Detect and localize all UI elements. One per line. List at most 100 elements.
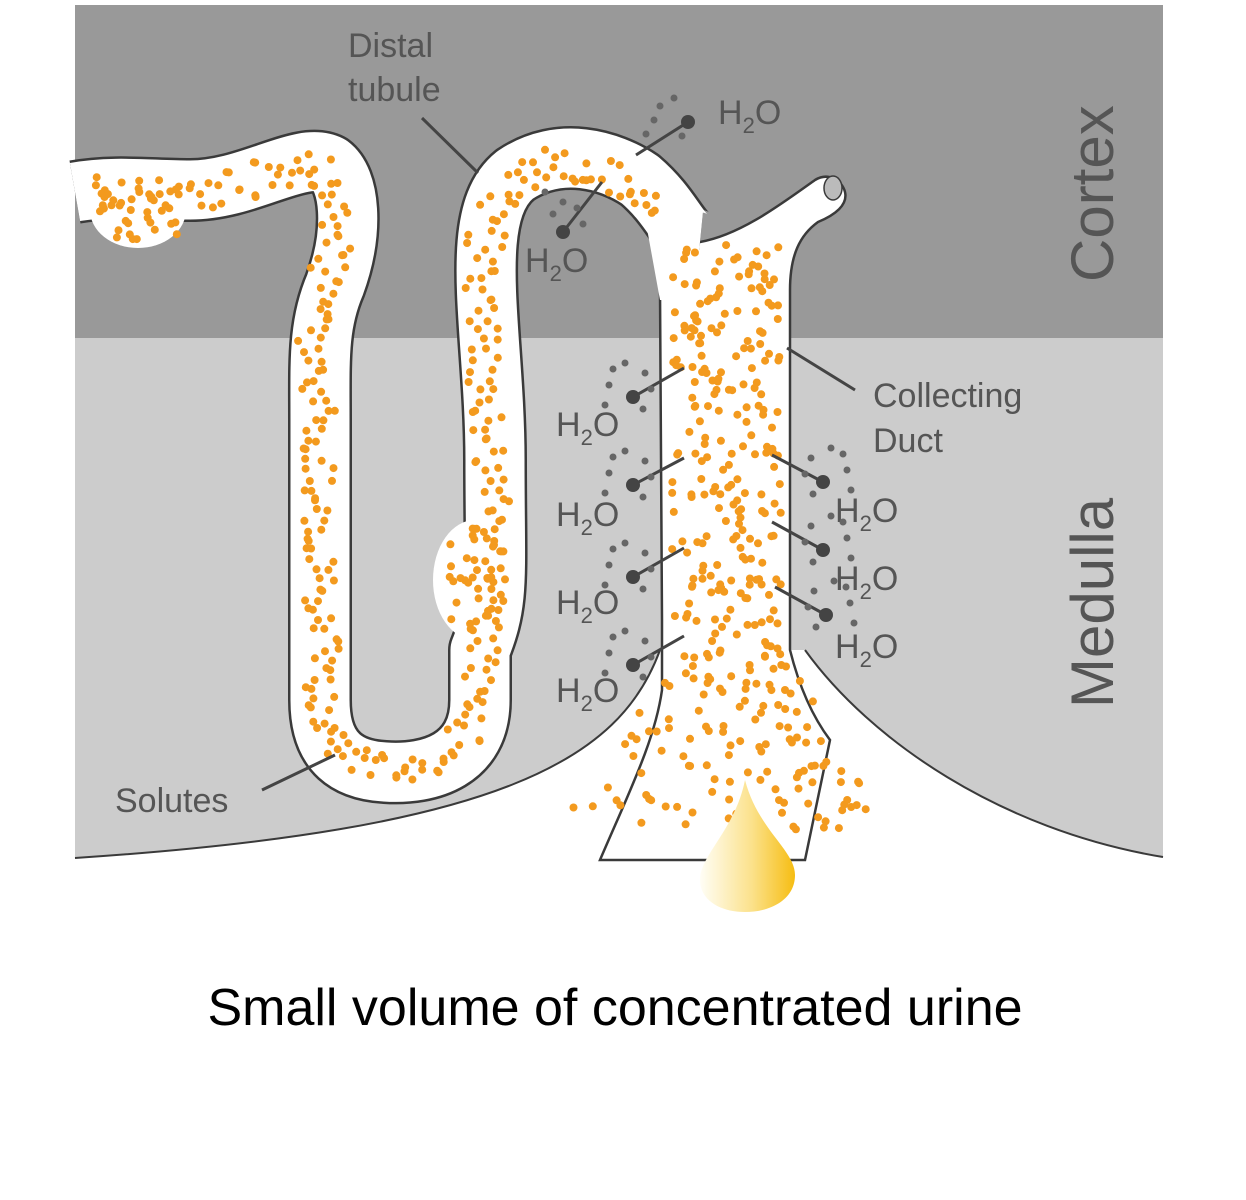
solute-dot bbox=[309, 694, 318, 703]
solute-dot bbox=[642, 201, 651, 209]
solute-dot bbox=[541, 145, 549, 154]
solute-dot bbox=[746, 344, 755, 353]
solute-dot bbox=[735, 519, 743, 528]
solute-dot bbox=[720, 309, 729, 318]
water-drop bbox=[626, 390, 640, 404]
solute-dot bbox=[736, 737, 745, 746]
water-dot bbox=[807, 522, 815, 530]
solute-dot bbox=[463, 239, 472, 247]
distal-tubule-label-line2: tubule bbox=[348, 71, 441, 109]
solute-dot bbox=[702, 761, 711, 770]
water-dot bbox=[650, 116, 658, 124]
solute-dot bbox=[489, 596, 498, 605]
solute-dot bbox=[109, 196, 118, 205]
solute-dot bbox=[758, 558, 767, 567]
solute-dot bbox=[761, 356, 770, 365]
solute-dot bbox=[455, 741, 464, 749]
solute-dot bbox=[691, 311, 700, 320]
solute-dot bbox=[477, 274, 486, 283]
solute-dot bbox=[780, 798, 788, 807]
solute-dot bbox=[703, 297, 712, 306]
solute-dot bbox=[453, 718, 462, 727]
solute-dot bbox=[314, 616, 322, 624]
water-dot bbox=[847, 486, 855, 494]
solute-dot bbox=[251, 191, 260, 200]
solute-dot bbox=[740, 696, 749, 705]
solute-dot bbox=[117, 178, 126, 187]
solute-dot bbox=[716, 646, 725, 655]
solute-dot bbox=[339, 731, 348, 739]
water-arrow bbox=[632, 366, 685, 399]
solute-dot bbox=[568, 174, 577, 183]
solute-dot bbox=[752, 679, 761, 688]
solute-dot bbox=[760, 651, 769, 660]
solute-dot bbox=[452, 598, 461, 607]
solute-dot bbox=[481, 245, 490, 254]
solute-dot bbox=[472, 457, 481, 466]
solute-dot bbox=[760, 275, 769, 284]
solute-dot bbox=[774, 301, 782, 310]
solute-dot bbox=[855, 779, 864, 788]
urine-droplet bbox=[700, 780, 795, 912]
solute-dot bbox=[703, 649, 711, 658]
solute-dot bbox=[765, 590, 773, 599]
solute-dot bbox=[679, 752, 688, 761]
solute-dot bbox=[487, 226, 496, 235]
water-molecule: H2O bbox=[556, 359, 685, 450]
solute-dot bbox=[324, 565, 333, 574]
water-dot bbox=[642, 130, 650, 138]
solute-dot bbox=[784, 723, 793, 732]
solute-dot bbox=[690, 326, 699, 335]
solute-dot bbox=[771, 785, 780, 794]
solute-dot bbox=[306, 263, 315, 272]
water-dot bbox=[601, 489, 609, 497]
solute-dot bbox=[293, 156, 302, 165]
solute-dot bbox=[691, 449, 700, 458]
solute-dot bbox=[501, 575, 509, 584]
solute-dot bbox=[747, 554, 755, 563]
solute-dot bbox=[310, 165, 319, 174]
solute-dot bbox=[320, 516, 329, 525]
solute-dot bbox=[519, 175, 528, 184]
solute-dot bbox=[678, 537, 687, 546]
solute-dot bbox=[693, 317, 702, 326]
solute-dot bbox=[746, 534, 754, 543]
solute-dot bbox=[616, 192, 625, 201]
solute-dot bbox=[729, 500, 738, 509]
solute-dot bbox=[499, 475, 508, 484]
medulla-edge bbox=[74, 649, 661, 859]
solute-dot bbox=[320, 624, 329, 633]
solute-dot bbox=[759, 410, 768, 419]
solute-dot bbox=[468, 573, 477, 582]
water-label: H2O bbox=[556, 584, 619, 628]
solute-dot bbox=[752, 378, 761, 387]
water-drop bbox=[681, 115, 695, 129]
solute-dot bbox=[484, 416, 493, 425]
solute-dot bbox=[714, 289, 723, 298]
solute-dot bbox=[733, 475, 742, 484]
water-arrow bbox=[632, 546, 685, 579]
solute-dot bbox=[661, 678, 669, 687]
solute-dot bbox=[834, 824, 843, 833]
water-dot bbox=[839, 450, 847, 458]
solute-dot bbox=[143, 208, 152, 217]
distal-tubule-pointer bbox=[420, 116, 480, 175]
solute-dot bbox=[665, 724, 673, 733]
solute-dot bbox=[476, 200, 485, 209]
solute-dot bbox=[727, 449, 736, 458]
solute-dot bbox=[765, 680, 774, 689]
solute-dot bbox=[760, 269, 769, 278]
solute-dot bbox=[757, 747, 766, 756]
solute-dot bbox=[766, 615, 774, 624]
solute-dot bbox=[499, 210, 508, 219]
solute-dot bbox=[329, 289, 338, 298]
solute-dot bbox=[717, 368, 725, 377]
solute-dot bbox=[323, 506, 332, 515]
solute-dot bbox=[341, 263, 350, 272]
water-arrow bbox=[632, 456, 685, 487]
solute-dot bbox=[720, 587, 729, 596]
solute-dot bbox=[747, 431, 756, 440]
water-dot bbox=[656, 102, 664, 110]
solute-dot bbox=[186, 180, 195, 189]
solute-dot bbox=[735, 702, 744, 711]
